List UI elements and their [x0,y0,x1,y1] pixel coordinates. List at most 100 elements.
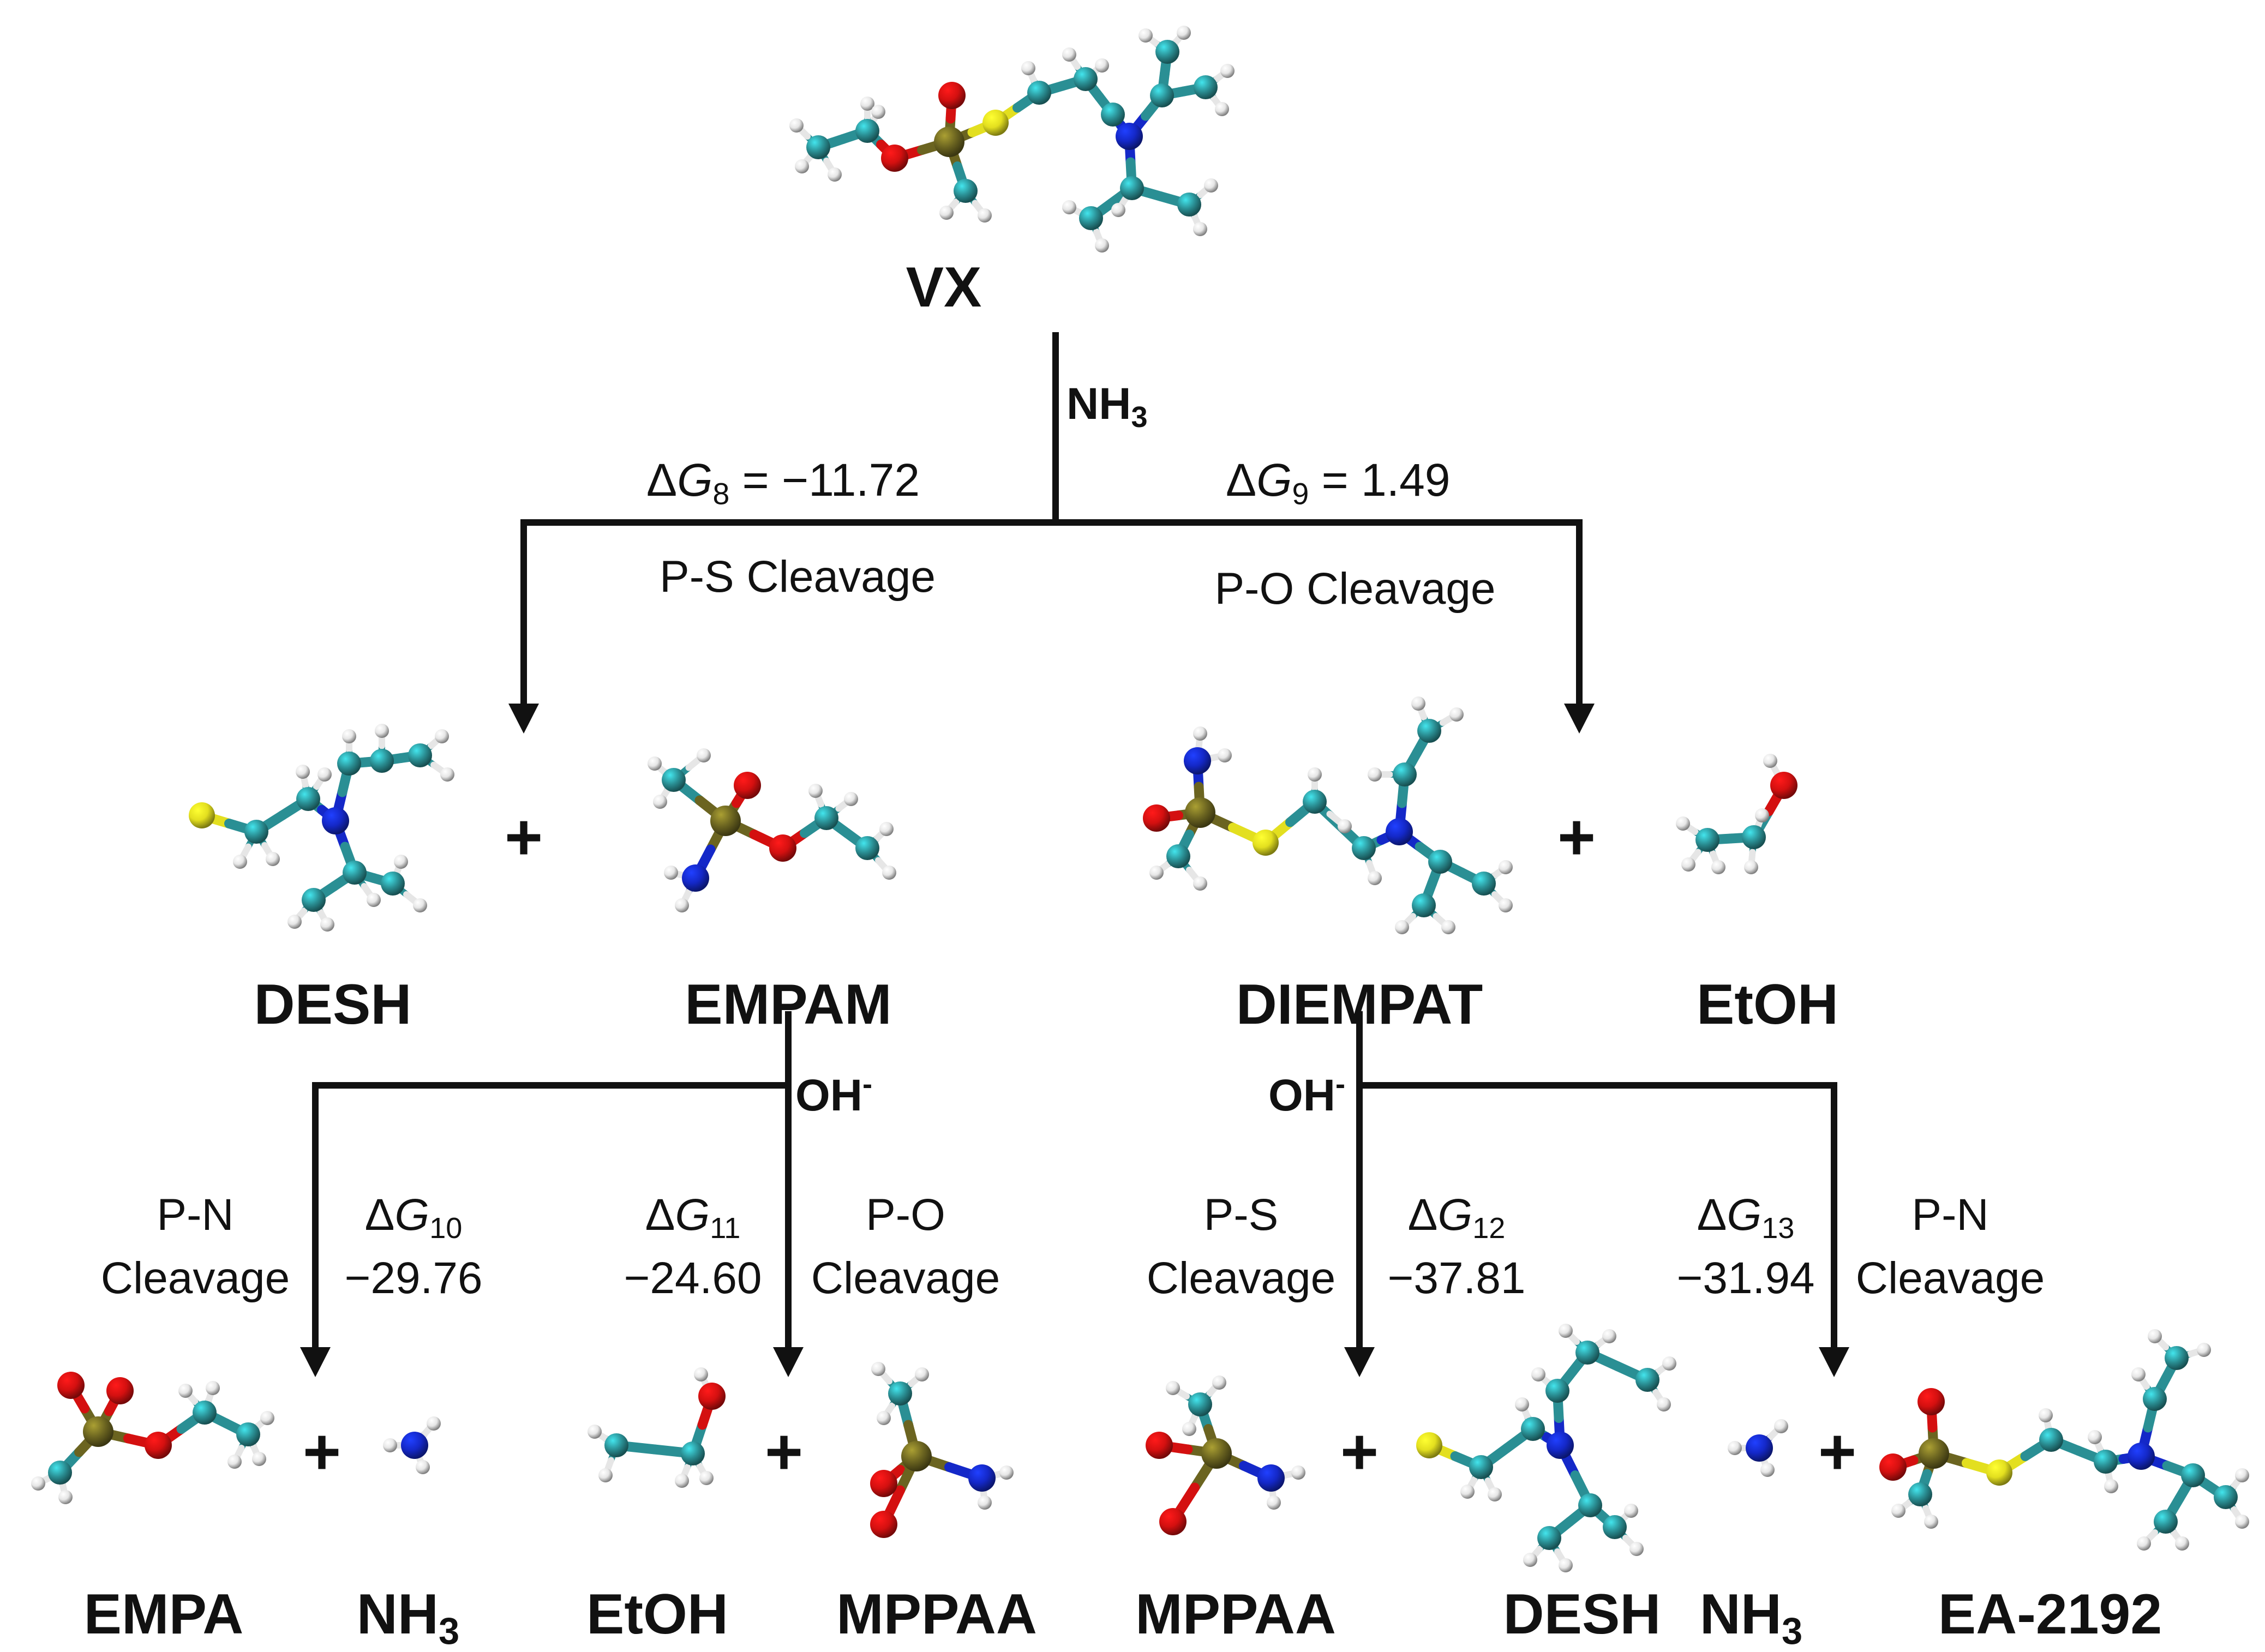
atom-empa-hydrogen-10 [206,1381,220,1395]
atom-ea2192-nitrogen-7 [2128,1443,2155,1470]
delta-g-9-value: = 1.49 [1309,454,1451,506]
plus-desh-empam: + [504,801,543,874]
atom-ea2192-hydrogen-19 [2148,1329,2162,1343]
delta-g-9-g: G [1256,454,1292,506]
delta-g-8: ΔG8 = −11.72 [646,457,920,509]
atom-desh1-hydrogen-10 [266,852,280,866]
molecule-desh2 [1416,1324,1676,1572]
r11-label-line1: P-O [866,1190,945,1240]
atom-vx-carbon-9 [1101,103,1125,127]
plus-diempat-etoh: + [1557,801,1596,874]
r13-dg-line: ΔG13 [1676,1184,1814,1247]
atom-ea2192-carbon-5 [2039,1428,2063,1452]
atom-desh2-nitrogen-3 [1547,1432,1574,1459]
atom-ea2192-hydrogen-16 [2088,1430,2102,1444]
atom-vx-hydrogen-25 [1062,47,1076,62]
atom-etoh1-carbon-1 [1742,825,1766,849]
atom-desh2-carbon-2 [1521,1417,1545,1441]
atom-vx-hydrogen-31 [1062,200,1076,214]
r11-sub: 11 [710,1212,741,1245]
atom-desh2-carbon-1 [1469,1455,1493,1479]
r10-sub: 10 [429,1212,463,1245]
atom-ea2192-carbon-8 [2143,1387,2167,1411]
atom-desh2-hydrogen-14 [1559,1324,1573,1338]
atom-desh1-hydrogen-17 [440,767,454,782]
atom-desh1-hydrogen-15 [375,724,389,738]
atom-diempat-hydrogen-16 [1193,876,1207,891]
atom-etoh1-hydrogen-3 [1676,816,1690,831]
atom-vx-hydrogen-33 [1204,178,1218,193]
molecule-vx [789,26,1235,253]
atom-ea2192-carbon-6 [2094,1450,2118,1474]
atom-vx-carbon-11 [1150,83,1174,107]
atom-ea2192-hydrogen-24 [2235,1515,2249,1529]
atom-vx-carbon-8 [1074,67,1098,91]
plus-mppaa-desh: + [1340,1415,1379,1488]
delta-g-10: ΔG10−29.76 [344,1184,482,1311]
atom-etoh2-hydrogen-4 [598,1468,613,1482]
atom-ea2192-hydrogen-21 [2137,1536,2151,1551]
atom-diempat-sulfur-4 [1253,830,1279,856]
atom-desh1-hydrogen-18 [287,915,302,929]
label-mppaa-right: MPPAA [1135,1583,1336,1646]
atom-desh1-hydrogen-13 [317,767,332,782]
atom-vx-carbon-14 [1120,176,1144,200]
reagent-hydroxide-left: OH- [795,1070,872,1118]
atom-vx-oxygen-4 [938,82,966,109]
atom-desh1-hydrogen-14 [342,729,356,743]
atom-diempat-hydrogen-24 [1441,920,1455,934]
r12-dg-line: ΔG12 [1387,1184,1525,1247]
atom-etoh2-hydrogen-6 [699,1471,714,1485]
atom-ea2192-hydrogen-23 [2235,1468,2249,1482]
hydroxide-right-sup: - [1335,1068,1346,1101]
atom-vx-carbon-7 [1027,81,1051,105]
atom-desh1-carbon-9 [381,872,405,896]
nh3-left-sub: 3 [439,1610,460,1652]
atom-vx-hydrogen-28 [1215,102,1229,116]
atom-empam-carbon-0 [662,768,686,792]
atom-desh2-hydrogen-21 [1624,1504,1638,1518]
atom-diempat-hydrogen-26 [1499,898,1513,912]
atom-vx-hydrogen-27 [1220,64,1235,78]
nh3-left-text: NH [356,1583,439,1646]
atom-vx-hydrogen-30 [1139,28,1153,43]
atom-ea2192-hydrogen-15 [2039,1408,2053,1422]
atom-nh3b-nitrogen-0 [1746,1434,1773,1462]
molecule-nh3b [1728,1419,1788,1477]
atom-etoh1-hydrogen-5 [1711,860,1725,874]
atom-vx-hydrogen-24 [1021,61,1035,75]
atom-etoh1-hydrogen-8 [1763,754,1777,768]
r11-label-line2: Cleavage [811,1253,1000,1303]
molecule-diempat [1143,696,1513,934]
atom-empam-hydrogen-9 [653,795,667,809]
label-etoh-bottom: EtOH [586,1583,728,1646]
atom-diempat-carbon-5 [1303,790,1327,814]
atom-nh3b-hydrogen-3 [1760,1463,1775,1477]
r11-dg-line: ΔG11 [624,1184,762,1247]
atom-desh2-sulfur-0 [1416,1432,1442,1458]
molecule-desh1 [189,724,454,932]
atom-mppaa1-hydrogen-9 [978,1495,992,1510]
r10-dg-line: ΔG10 [344,1184,482,1247]
atom-empa-oxygen-2 [57,1372,85,1399]
label-etoh: EtOH [1697,973,1838,1036]
atom-desh2-hydrogen-20 [1629,1542,1644,1556]
atom-vx-hydrogen-21 [871,105,885,119]
atom-desh2-hydrogen-10 [1460,1485,1475,1499]
atom-mppaa1-oxygen-2 [870,1470,897,1497]
atom-desh2-carbon-4 [1545,1379,1569,1403]
atom-etoh2-hydrogen-5 [675,1474,689,1488]
atom-vx-hydrogen-17 [789,118,804,133]
atom-ea2192-hydrogen-20 [2197,1343,2211,1357]
hydroxide-right-text: OH [1268,1071,1335,1120]
reagent-hydroxide-right: OH- [1268,1070,1345,1120]
atom-desh2-hydrogen-16 [1662,1356,1676,1371]
delta-g-9-delta: Δ [1226,454,1257,506]
atom-empam-hydrogen-11 [664,866,678,880]
atom-desh2-carbon-5 [1575,1341,1599,1365]
atom-mppaa2-hydrogen-5 [1166,1381,1180,1395]
atom-vx-hydrogen-32 [1095,238,1109,253]
atom-empam-nitrogen-3 [682,864,709,892]
atom-ea2192-hydrogen-14 [1924,1515,1938,1529]
atom-empam-hydrogen-10 [675,898,689,912]
